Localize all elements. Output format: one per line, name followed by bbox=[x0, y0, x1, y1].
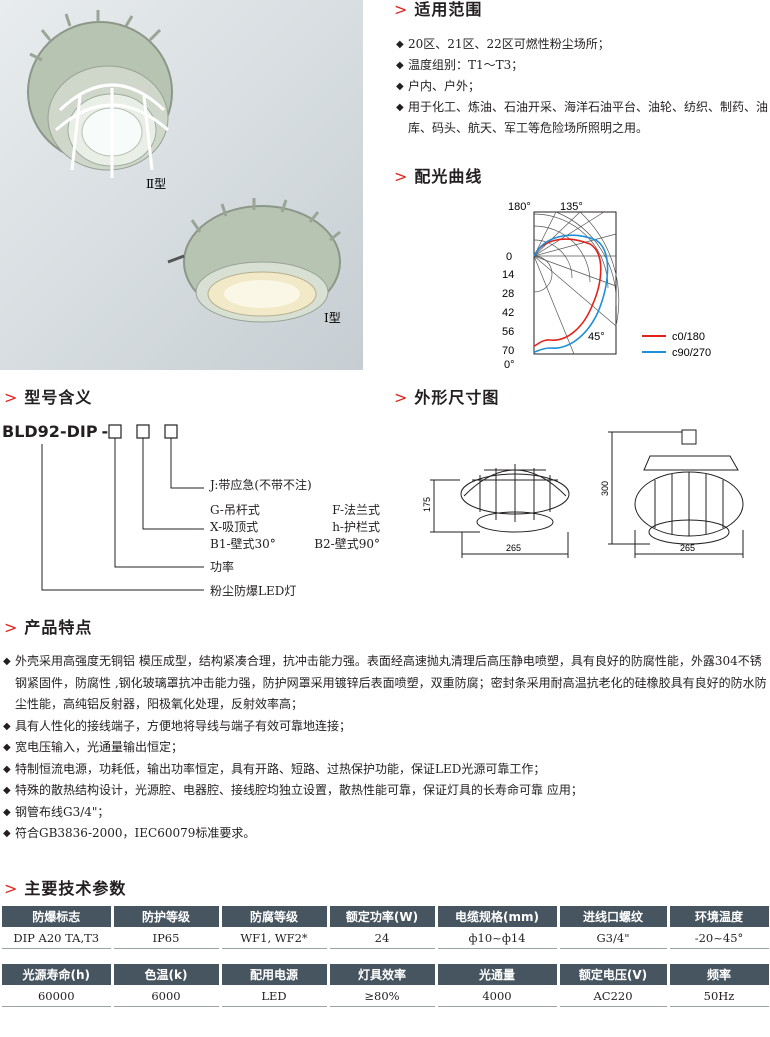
section-title-light-curve: >配光曲线 bbox=[394, 167, 483, 186]
curve-angle-label: 45° bbox=[588, 331, 605, 343]
scope-list: 20区、21区、22区可燃性粉尘场所； 温度组别：T1～T3； 户内、户外； 用… bbox=[396, 34, 768, 139]
spec-cell: G3/4" bbox=[558, 927, 670, 949]
lamp-type2-icon bbox=[27, 10, 173, 178]
curve-top-label: 135° bbox=[560, 201, 583, 213]
curve-radial-label: 28 bbox=[502, 288, 514, 300]
spec-table-2-row: 60000 6000 LED ≥80% 4000 AC220 50Hz bbox=[2, 985, 770, 1007]
dim-right-height: 300 bbox=[600, 481, 610, 496]
curve-radial-label: 14 bbox=[502, 269, 514, 281]
model-item: F-法兰式 bbox=[332, 503, 380, 517]
spec-cell: 24 bbox=[328, 927, 438, 949]
spec-cell: 50Hz bbox=[668, 985, 770, 1007]
photo-label-type1: Ⅰ型 bbox=[324, 311, 341, 325]
section-title-scope: >适用范围 bbox=[394, 0, 483, 19]
model-desc: J:带应急(不带不注) bbox=[210, 476, 312, 494]
spec-header: 电缆规格(mm) bbox=[436, 906, 560, 927]
model-item: h-护栏式 bbox=[332, 520, 380, 534]
dim-left-width: 265 bbox=[506, 543, 521, 553]
spec-header: 防腐等级 bbox=[220, 906, 330, 927]
feature-item: 特制恒流电源，功耗低，输出功率恒定，具有开路、短路、过热保护功能，保证LED光源… bbox=[3, 759, 768, 781]
model-mount-options: G-吊杆式 F-法兰式 X-吸顶式 h-护栏式 B1-壁式30° B2-壁式90° bbox=[210, 502, 380, 553]
model-code-text: BLD92-DIP bbox=[2, 422, 98, 441]
dim-right-width: 265 bbox=[680, 543, 695, 553]
feature-item: 外壳采用高强度无铜铝 模压成型，结构紧凑合理，抗冲击能力强。表面经高速抛丸清理后… bbox=[3, 651, 768, 716]
model-item-product: 粉尘防爆LED灯 bbox=[210, 584, 297, 598]
spec-cell: IP65 bbox=[112, 927, 222, 949]
section-title-model: >型号含义 bbox=[4, 388, 93, 407]
curve-radial-label: 70 bbox=[502, 345, 514, 357]
spec-header: 环境温度 bbox=[668, 906, 770, 927]
model-code-dash: - bbox=[101, 422, 109, 441]
curve-c0-180 bbox=[533, 238, 602, 347]
spec-cell: 4000 bbox=[436, 985, 560, 1007]
feature-item: 符合GB3836-2000，IEC60079标准要求。 bbox=[3, 823, 768, 845]
spec-header: 额定电压(V) bbox=[558, 964, 670, 985]
feature-item: 宽电压输入，光通量输出恒定； bbox=[3, 737, 768, 759]
light-curve-chart: 180° 135° 0 14 28 42 56 70 0° 45° c0/180… bbox=[494, 196, 770, 372]
polar-curve-graphic: 180° 135° 0 14 28 42 56 70 0° 45° c0/180… bbox=[502, 201, 711, 371]
spec-cell: LED bbox=[220, 985, 330, 1007]
spec-table-2-header: 光源寿命(h) 色温(k) 配用电源 灯具效率 光通量 额定电压(V) 频率 bbox=[2, 964, 770, 985]
spec-cell: 60000 bbox=[2, 985, 114, 1007]
lamp-type1-icon bbox=[167, 198, 341, 323]
dimension-drawings: 175 265 300 265 bbox=[400, 420, 770, 580]
model-code: BLD92-DIP- bbox=[2, 422, 108, 441]
model-item: B2-壁式90° bbox=[314, 537, 380, 551]
model-item: B1-壁式30° bbox=[210, 537, 276, 551]
curve-c90-270 bbox=[533, 234, 609, 353]
spec-header: 配用电源 bbox=[220, 964, 330, 985]
spec-cell: AC220 bbox=[558, 985, 670, 1007]
curve-radial-label: 0° bbox=[504, 359, 515, 371]
spec-header: 额定功率(W) bbox=[328, 906, 438, 927]
spec-table-1-header: 防爆标志 防护等级 防腐等级 额定功率(W) 电缆规格(mm) 进线口螺纹 环境… bbox=[2, 906, 770, 927]
model-diagram bbox=[0, 420, 380, 605]
spec-cell: DIP A20 TA,T3 bbox=[2, 927, 114, 949]
feature-item: 钢管布线G3/4"； bbox=[3, 802, 768, 824]
spec-header: 频率 bbox=[668, 964, 770, 985]
model-item: G-吊杆式 bbox=[210, 503, 260, 517]
spec-table-2: 光源寿命(h) 色温(k) 配用电源 灯具效率 光通量 额定电压(V) 频率 6… bbox=[2, 964, 770, 1007]
dim-left-height: 175 bbox=[422, 497, 432, 512]
scope-item: 用于化工、炼油、石油开采、海洋石油平台、油轮、纺织、制药、油库、码头、航天、军工… bbox=[396, 97, 768, 139]
spec-header: 灯具效率 bbox=[328, 964, 438, 985]
scope-item: 温度组别：T1～T3； bbox=[396, 55, 768, 76]
feature-item: 具有人性化的接线端子，方便地将导线与端子有效可靠地连接； bbox=[3, 716, 768, 738]
features-list: 外壳采用高强度无铜铝 模压成型，结构紧凑合理，抗冲击能力强。表面经高速抛丸清理后… bbox=[3, 651, 768, 845]
spec-cell: 6000 bbox=[112, 985, 222, 1007]
spec-table-1: 防爆标志 防护等级 防腐等级 额定功率(W) 电缆规格(mm) 进线口螺纹 环境… bbox=[2, 906, 770, 949]
model-item: X-吸顶式 bbox=[210, 520, 259, 534]
section-title-tech-params: >主要技术参数 bbox=[4, 879, 127, 898]
photo-label-type2: Ⅱ型 bbox=[146, 177, 166, 191]
spec-table-1-row: DIP A20 TA,T3 IP65 WF1, WF2* 24 ф10~ф14 … bbox=[2, 927, 770, 949]
curve-top-label: 180° bbox=[508, 201, 531, 213]
spec-cell: ≥80% bbox=[328, 985, 438, 1007]
spec-header: 防爆标志 bbox=[2, 906, 114, 927]
lamp-illustration: Ⅱ型 Ⅰ型 bbox=[27, 10, 341, 325]
section-title-features: >产品特点 bbox=[4, 618, 93, 637]
scope-item: 20区、21区、22区可燃性粉尘场所； bbox=[396, 34, 768, 55]
curve-radial-label: 0 bbox=[506, 251, 512, 263]
dimension-drawing-graphic: 175 265 300 265 bbox=[422, 429, 744, 558]
spec-header: 色温(k) bbox=[112, 964, 222, 985]
curve-radial-label: 56 bbox=[502, 326, 514, 338]
legend-label-c90: c90/270 bbox=[672, 347, 711, 359]
curve-radial-label: 42 bbox=[502, 307, 514, 319]
model-diagram-lines bbox=[41, 424, 204, 591]
model-item-power: 功率 bbox=[210, 560, 235, 574]
product-photo: Ⅱ型 Ⅰ型 bbox=[0, 0, 363, 370]
spec-cell: ф10~ф14 bbox=[436, 927, 560, 949]
section-title-dimensions: >外形尺寸图 bbox=[394, 388, 500, 407]
feature-item: 特殊的散热结构设计，光源腔、电器腔、接线腔均独立设置，散热性能可靠，保证灯具的长… bbox=[3, 780, 768, 802]
spec-header: 光源寿命(h) bbox=[2, 964, 114, 985]
spec-header: 进线口螺纹 bbox=[558, 906, 670, 927]
legend-label-c0: c0/180 bbox=[672, 331, 705, 343]
spec-header: 防护等级 bbox=[112, 906, 222, 927]
spec-header: 光通量 bbox=[436, 964, 560, 985]
spec-cell: WF1, WF2* bbox=[220, 927, 330, 949]
spec-cell: -20~45° bbox=[668, 927, 770, 949]
scope-item: 户内、户外； bbox=[396, 76, 768, 97]
model-item-emergency: J:带应急(不带不注) bbox=[210, 478, 312, 492]
